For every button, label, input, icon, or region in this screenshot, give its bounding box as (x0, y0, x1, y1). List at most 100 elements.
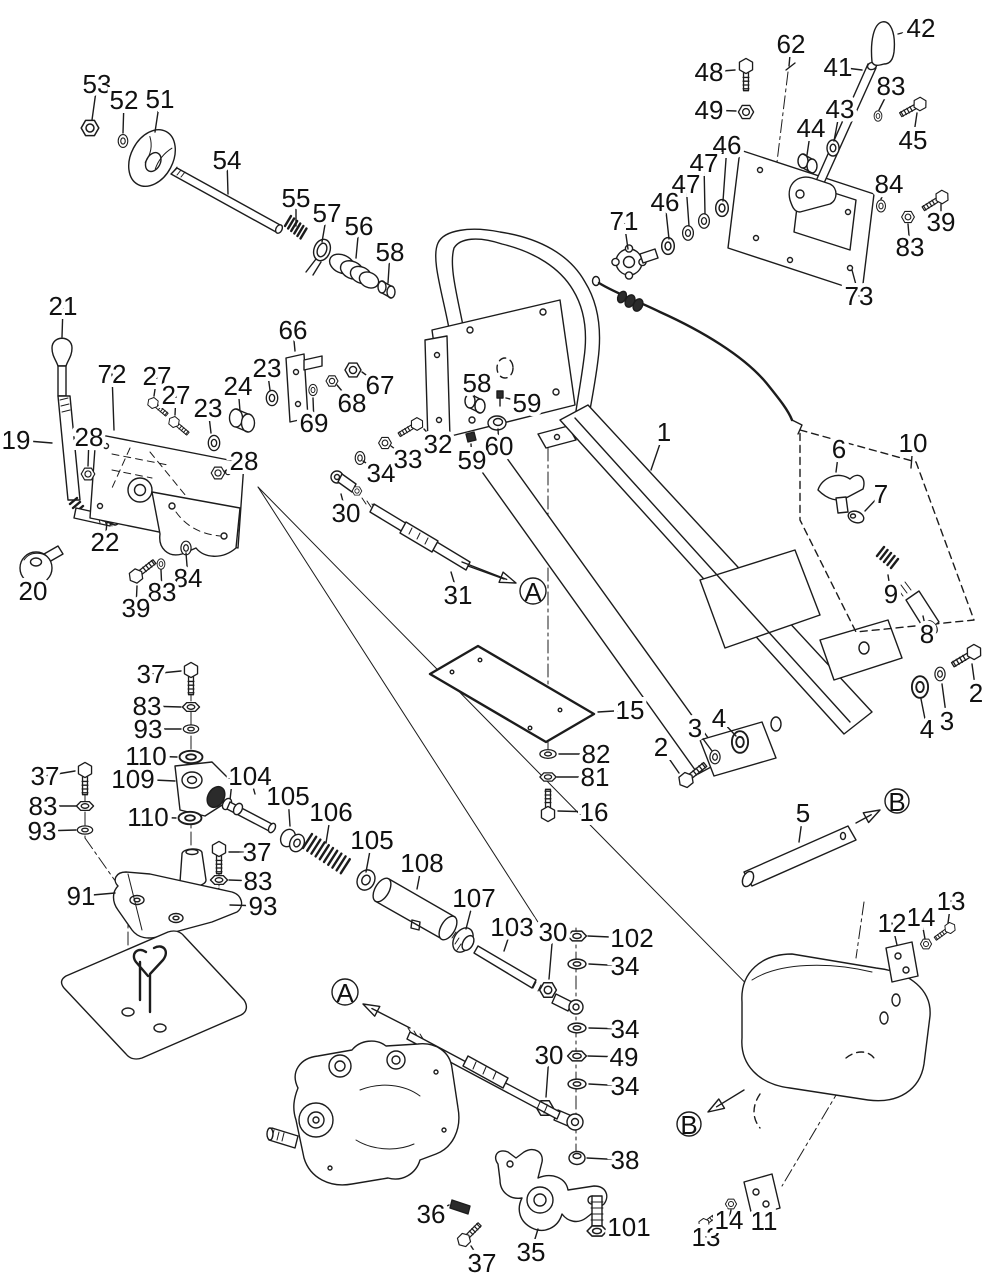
callout-label: 101 (607, 1212, 650, 1242)
nut-38 (568, 1150, 586, 1166)
ball-joint-30 (330, 470, 362, 495)
nut-30 (540, 983, 557, 997)
callout-label: 30 (539, 917, 568, 947)
damper-rod-assembly (226, 801, 584, 1015)
callout-label: 12 (878, 908, 907, 938)
bushing-58 (464, 393, 486, 414)
callout-leader (150, 670, 182, 675)
nut-28 (81, 468, 95, 480)
callout-label: 32 (424, 429, 453, 459)
lever-bracket (151, 491, 241, 557)
callout-label: 59 (513, 388, 542, 418)
callout-label: 33 (394, 444, 423, 474)
callout-leader (111, 373, 115, 431)
ball-joint (551, 993, 584, 1015)
pin-62 (785, 62, 796, 71)
callout-leader (685, 183, 690, 227)
callout-leader (922, 615, 928, 635)
callout-label: 36 (417, 1199, 446, 1229)
callout-label: 83 (896, 232, 925, 262)
callout-leader (497, 428, 500, 447)
callout-leader (390, 445, 409, 460)
collar-107 (451, 927, 475, 953)
callout-label: 37 (468, 1248, 497, 1276)
callout-leader (907, 223, 911, 248)
lever-mount-assembly (727, 21, 951, 293)
washer-110 (177, 810, 203, 826)
callout-leader (207, 407, 212, 434)
callout-label: 48 (695, 57, 724, 87)
spring-106 (301, 832, 351, 875)
callout-label: 10 (899, 428, 928, 458)
pin-7 (847, 510, 865, 524)
base-plate (60, 930, 248, 1060)
washer-93 (76, 825, 94, 835)
callout-label: 31 (444, 580, 473, 610)
callout-label: 81 (581, 762, 610, 792)
shift-lever-assembly (19, 337, 279, 585)
callout-leader (728, 1209, 732, 1221)
callout-leader (703, 1230, 707, 1238)
washer-110 (178, 749, 204, 765)
callout-leader (708, 69, 736, 73)
pivot-bracket-assembly (60, 662, 248, 1060)
callout-label: 9 (884, 579, 898, 609)
callout-label: 6 (832, 434, 846, 464)
spring-56 (328, 253, 380, 289)
callout-leader (588, 963, 626, 967)
stud-boss (179, 848, 207, 888)
callout-label: 83 (29, 791, 58, 821)
callout-label: 110 (125, 741, 166, 771)
callout-leader (586, 1157, 626, 1161)
callout-leader (718, 717, 737, 737)
bolt-48 (739, 58, 752, 90)
mount-plate-73 (727, 149, 875, 293)
callout-label: 20 (19, 576, 48, 606)
callout-label: 93 (249, 891, 278, 921)
callout-label: 3 (688, 713, 702, 743)
callout-leader (132, 778, 176, 782)
callout-leader (174, 394, 177, 416)
detail-arrow-head (707, 1098, 726, 1113)
callout-label: 59 (458, 445, 487, 475)
callout-label: 37 (137, 659, 166, 689)
callout-label: 19 (2, 425, 31, 455)
detail-marker-letter: A (336, 978, 354, 1008)
callout-label: 35 (517, 1237, 546, 1267)
callout-label: 27 (162, 380, 191, 410)
callout-leader (312, 397, 315, 424)
callout-leader (503, 926, 513, 952)
callout-label: 55 (282, 183, 311, 213)
callout-label: 1 (657, 417, 671, 447)
callout-label: 93 (28, 816, 57, 846)
callout-label: 14 (715, 1205, 744, 1235)
detail-box-10 (799, 429, 975, 634)
bushing-58 (377, 280, 396, 299)
callout-label: 110 (127, 802, 168, 832)
callout-leader (153, 375, 158, 397)
callout-leader (588, 1083, 626, 1087)
callout-label: 57 (313, 198, 342, 228)
washer-52 (117, 134, 129, 148)
spacer-44 (797, 153, 818, 174)
callout-label: 68 (338, 388, 367, 418)
callout-label: 2 (654, 732, 668, 762)
bolt-13 (932, 921, 957, 943)
detail-marker-letter: B (680, 1110, 697, 1140)
choke-knob-71 (611, 244, 659, 280)
callout-label: 5 (796, 798, 810, 828)
knob-20 (19, 545, 64, 585)
callout-leader (920, 916, 926, 940)
callout-leader (465, 897, 475, 930)
washer-83 (156, 558, 166, 570)
callout-leader (355, 225, 360, 259)
washer-43 (826, 139, 840, 157)
crank-35 (494, 1148, 608, 1232)
nut-83 (902, 211, 915, 222)
callout-leader (897, 27, 922, 35)
callout-label: 82 (582, 739, 611, 769)
callout-leader (387, 251, 391, 284)
callout-leader (237, 385, 241, 412)
detail-arrow-line (371, 1007, 411, 1029)
